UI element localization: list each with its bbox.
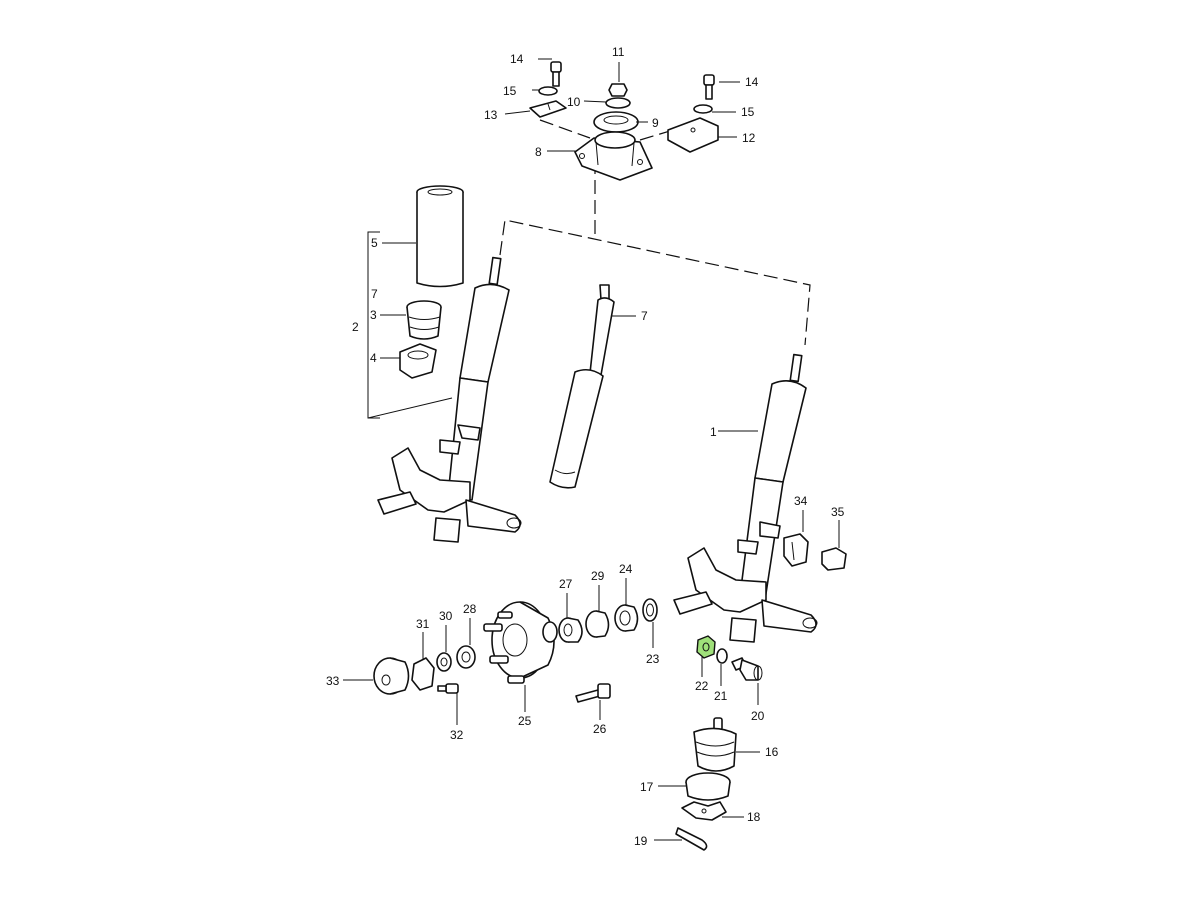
callout-5[interactable]: 5 [371, 236, 378, 250]
part-24-seal[interactable] [614, 604, 639, 632]
part-3-bump-stop[interactable] [406, 300, 442, 340]
callout-7[interactable]: 7 [641, 309, 648, 323]
part-25-wheel-hub[interactable] [483, 601, 558, 684]
part-27-bearing[interactable] [558, 617, 583, 643]
part-26-wheel-stud[interactable] [575, 683, 611, 703]
part-7-cartridge[interactable] [549, 284, 615, 489]
part-13-plate[interactable] [529, 100, 567, 118]
callout-28[interactable]: 28 [463, 602, 477, 616]
part-33-dust-cap[interactable] [373, 657, 410, 695]
part-34-clip[interactable] [783, 533, 809, 567]
part-14-screw-right[interactable] [703, 74, 715, 100]
part-8-top-mount[interactable] [574, 131, 653, 181]
part-1-right-strut[interactable] [673, 353, 818, 643]
part-14-screw-left[interactable] [550, 61, 562, 87]
callout-13[interactable]: 13 [484, 108, 498, 122]
callout-18[interactable]: 18 [747, 810, 761, 824]
callout-30[interactable]: 30 [439, 609, 453, 623]
callout-9[interactable]: 9 [652, 116, 659, 130]
part-18-lock-plate[interactable] [681, 801, 727, 821]
callout-31[interactable]: 31 [416, 617, 430, 631]
part-10-washer[interactable] [605, 97, 631, 109]
callout-27[interactable]: 27 [559, 577, 573, 591]
callout-11[interactable]: 11 [612, 45, 625, 59]
callout-15-right[interactable]: 15 [741, 105, 755, 119]
callout-15-left[interactable]: 15 [503, 84, 517, 98]
callout-12[interactable]: 12 [742, 131, 756, 145]
part-29-bearing-race[interactable] [585, 610, 610, 638]
part-22-nut-highlighted[interactable] [696, 635, 716, 659]
callout-24[interactable]: 24 [619, 562, 633, 576]
part-16-ball-joint[interactable] [693, 717, 737, 772]
assembly-dash-lines [499, 119, 811, 346]
callout-21[interactable]: 21 [714, 689, 728, 703]
part-20-bolt[interactable] [731, 657, 763, 681]
callout-labels: 14 15 13 11 10 9 8 14 15 12 5 7 3 2 4 7 … [326, 45, 845, 848]
callout-7-kit[interactable]: 7 [371, 287, 378, 301]
part-12-plate[interactable] [667, 117, 719, 153]
part-5-dust-boot[interactable] [416, 185, 464, 288]
callout-34[interactable]: 34 [794, 494, 808, 508]
kit-2-bracket [367, 231, 453, 419]
part-17-ring-nut[interactable] [685, 772, 731, 801]
part-9-bearing-cap[interactable] [593, 111, 639, 133]
callout-14-right[interactable]: 14 [745, 75, 759, 89]
callout-22[interactable]: 22 [695, 679, 709, 693]
part-21-washer[interactable] [716, 648, 728, 664]
part-28-bearing[interactable] [456, 645, 476, 669]
callout-25[interactable]: 25 [518, 714, 532, 728]
callout-33[interactable]: 33 [326, 674, 340, 688]
part-31-clamp-nut[interactable] [411, 657, 435, 691]
callout-19[interactable]: 19 [634, 834, 648, 848]
callout-10[interactable]: 10 [567, 95, 581, 109]
leader-lines [343, 58, 840, 841]
callout-2[interactable]: 2 [352, 320, 359, 334]
part-15-washer-right[interactable] [693, 104, 713, 114]
callout-35[interactable]: 35 [831, 505, 845, 519]
callout-29[interactable]: 29 [591, 569, 605, 583]
callout-4[interactable]: 4 [370, 351, 377, 365]
callout-32[interactable]: 32 [450, 728, 464, 742]
callout-16[interactable]: 16 [765, 745, 779, 759]
callout-26[interactable]: 26 [593, 722, 607, 736]
part-4-mount-bush[interactable] [399, 343, 437, 379]
part-35-clip[interactable] [821, 547, 847, 571]
callout-23[interactable]: 23 [646, 652, 660, 666]
callout-3[interactable]: 3 [370, 308, 377, 322]
callout-1[interactable]: 1 [710, 425, 717, 439]
part-30-washer[interactable] [436, 652, 452, 672]
callout-14-left[interactable]: 14 [510, 52, 524, 66]
part-19-cotter-pin[interactable] [675, 827, 708, 851]
callout-17[interactable]: 17 [640, 780, 654, 794]
callout-8[interactable]: 8 [535, 145, 542, 159]
callout-20[interactable]: 20 [751, 709, 765, 723]
part-11-nut[interactable] [608, 83, 628, 97]
left-strut-assembly[interactable] [377, 256, 522, 543]
part-23-o-ring[interactable] [642, 598, 658, 622]
part-32-screw[interactable] [437, 683, 459, 694]
part-15-washer-left[interactable] [538, 86, 558, 96]
